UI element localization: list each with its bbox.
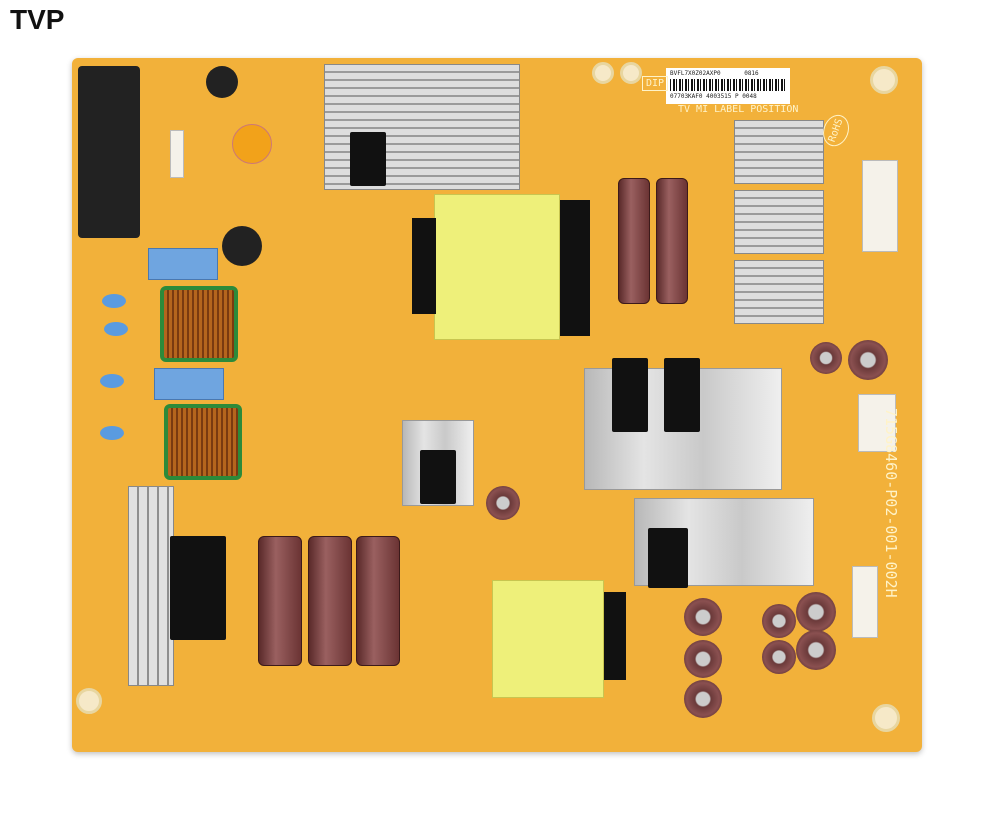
ac-input-connector [78, 66, 140, 238]
electrolytic-capacitor [810, 342, 842, 374]
thermistor [222, 226, 262, 266]
rectifier-diode [612, 358, 648, 432]
rectifier-diode [664, 358, 700, 432]
transformer-core [560, 200, 590, 336]
electrolytic-capacitor [848, 340, 888, 380]
ceramic-capacitor [100, 426, 124, 440]
electrolytic-capacitor [762, 604, 796, 638]
board-part-number: 715G8460-P02-001-002H [882, 408, 900, 598]
label-code: 0816 [744, 70, 759, 77]
bridge-heatsink [128, 486, 174, 686]
mounting-hole [76, 688, 102, 714]
label-number: 07703KAF0 4003515 P 0048 [670, 93, 757, 100]
power-supply-board: BVFL7X0Z02AXP0 0816 07703KAF0 4003515 P … [72, 58, 922, 752]
brand-logo: TVP [10, 4, 65, 35]
bulk-capacitor [258, 536, 302, 666]
fuse [170, 130, 184, 178]
electrolytic-capacitor [684, 680, 722, 718]
electrolytic-capacitor [684, 640, 722, 678]
dip-mark: DIP [642, 76, 669, 91]
label-position-text: TV MI LABEL POSITION [678, 104, 799, 115]
common-mode-choke [160, 286, 238, 362]
regulator [648, 528, 688, 588]
output-capacitor [656, 178, 688, 304]
thermistor [206, 66, 238, 98]
common-mode-choke [164, 404, 242, 480]
mosfet [350, 132, 386, 186]
electrolytic-capacitor [762, 640, 796, 674]
ceramic-capacitor [104, 322, 128, 336]
output-connector [858, 394, 896, 452]
mounting-hole [870, 66, 898, 94]
bridge-rectifier [170, 536, 226, 640]
ceramic-capacitor [100, 374, 124, 388]
bulk-capacitor [356, 536, 400, 666]
standby-transformer [492, 580, 604, 698]
output-connector [852, 566, 878, 638]
varistor [232, 124, 272, 164]
output-connector [862, 160, 898, 252]
electrolytic-capacitor [684, 598, 722, 636]
output-capacitor [618, 178, 650, 304]
x-capacitor [148, 248, 218, 280]
output-heatsink [734, 120, 824, 184]
mounting-hole [872, 704, 900, 732]
main-transformer [434, 194, 560, 340]
transformer-core [412, 218, 436, 314]
label-serial: BVFL7X0Z02AXP0 [670, 70, 721, 77]
barcode-label: BVFL7X0Z02AXP0 0816 07703KAF0 4003515 P … [666, 68, 790, 104]
transformer-core [604, 592, 626, 680]
x-capacitor [154, 368, 224, 400]
bulk-capacitor [308, 536, 352, 666]
electrolytic-capacitor [486, 486, 520, 520]
barcode [670, 79, 786, 91]
regulator [420, 450, 456, 504]
output-heatsink [734, 190, 824, 254]
mounting-hole [620, 62, 642, 84]
mounting-hole [592, 62, 614, 84]
output-heatsink [734, 260, 824, 324]
electrolytic-capacitor [796, 592, 836, 632]
electrolytic-capacitor [796, 630, 836, 670]
ceramic-capacitor [102, 294, 126, 308]
